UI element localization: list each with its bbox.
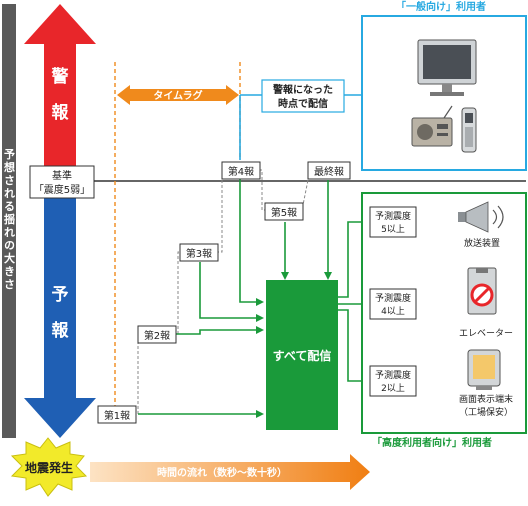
- device-3-label-line1: 画面表示端末: [459, 393, 513, 405]
- device-2-label: エレベーター: [459, 328, 513, 339]
- loudspeaker-icon: [458, 201, 504, 233]
- threshold-label: 基準 「震度5弱」: [29, 165, 95, 199]
- time-flow-label: 時間の流れ（数秒〜数十秒）: [157, 466, 287, 479]
- tier-1-line2: 5以上: [381, 224, 405, 235]
- general-users-panel: 「一般向け」利用者: [361, 0, 527, 171]
- report-3: 第3報: [179, 243, 219, 262]
- tier-3-line1: 予測震度: [375, 369, 411, 381]
- general-users-title: 「一般向け」利用者: [396, 0, 486, 13]
- report-4-label: 第4報: [228, 165, 254, 178]
- mobile-phone-icon: [461, 107, 477, 153]
- tier-box-2: 予測震度 4以上: [369, 288, 417, 320]
- radio-icon: [411, 105, 453, 147]
- report-2: 第2報: [137, 325, 177, 344]
- threshold-label-line1: 基準: [52, 169, 72, 182]
- alert-point-line1: 警報になった: [272, 83, 333, 96]
- advanced-users-title: 「高度利用者向け」利用者: [372, 436, 492, 449]
- tv-icon: [417, 39, 477, 96]
- report-4: 第4報: [221, 161, 261, 180]
- deliver-all-label: すべて配信: [273, 348, 332, 363]
- time-lag-indicator: タイムラグ: [117, 85, 239, 105]
- report-final-label: 最終報: [314, 165, 344, 178]
- report-2-label: 第2報: [144, 329, 170, 342]
- device-1-label: 放送装置: [464, 237, 500, 249]
- report-5: 第5報: [264, 202, 304, 221]
- warning-arrow: 警 報: [24, 4, 96, 170]
- shaking-intensity-axis-label: 予想される揺れの大きさ: [3, 148, 17, 291]
- display-terminal-icon: [467, 349, 501, 390]
- shaking-intensity-axis: 予想される揺れの大きさ: [2, 4, 16, 438]
- device-3-label-line2: （工場保安）: [459, 406, 513, 418]
- earthquake-burst: 地震発生: [10, 437, 88, 497]
- alert-point-box: 警報になった 時点で配信: [261, 79, 345, 113]
- report-to-delivery-lines: [138, 178, 332, 418]
- tier-2-line1: 予測震度: [375, 292, 411, 304]
- time-flow-arrow: 時間の流れ（数秒〜数十秒）: [90, 454, 370, 490]
- report-1-label: 第1報: [104, 409, 130, 422]
- elevator-icon: [467, 267, 497, 315]
- report-1: 第1報: [97, 405, 137, 424]
- time-lag-label: タイムラグ: [153, 89, 202, 102]
- tier-box-3: 予測震度 2以上: [369, 365, 417, 397]
- tier-3-line2: 2以上: [381, 383, 405, 394]
- forecast-char-2: 報: [52, 320, 70, 341]
- threshold-label-line2: 「震度5弱」: [34, 183, 90, 196]
- alert-point-line2: 時点で配信: [278, 97, 328, 110]
- report-3-label: 第3報: [186, 247, 212, 260]
- tier-box-1: 予測震度 5以上: [369, 206, 417, 238]
- tier-2-line2: 4以上: [381, 306, 405, 317]
- tier-1-line1: 予測震度: [375, 210, 411, 222]
- forecast-arrow: 予 報: [24, 198, 96, 438]
- warning-char-2: 報: [52, 102, 70, 123]
- report-final: 最終報: [307, 161, 351, 180]
- forecast-char-1: 予: [52, 285, 69, 305]
- advanced-users-panel: 「高度利用者向け」利用者 予測震度 5以上 予測震度 4以上 予測震度 2以上 …: [361, 192, 527, 449]
- deliver-all-box: すべて配信: [266, 280, 338, 430]
- earthquake-label: 地震発生: [25, 460, 73, 475]
- report-5-label: 第5報: [271, 206, 297, 219]
- warning-char-1: 警: [51, 66, 69, 87]
